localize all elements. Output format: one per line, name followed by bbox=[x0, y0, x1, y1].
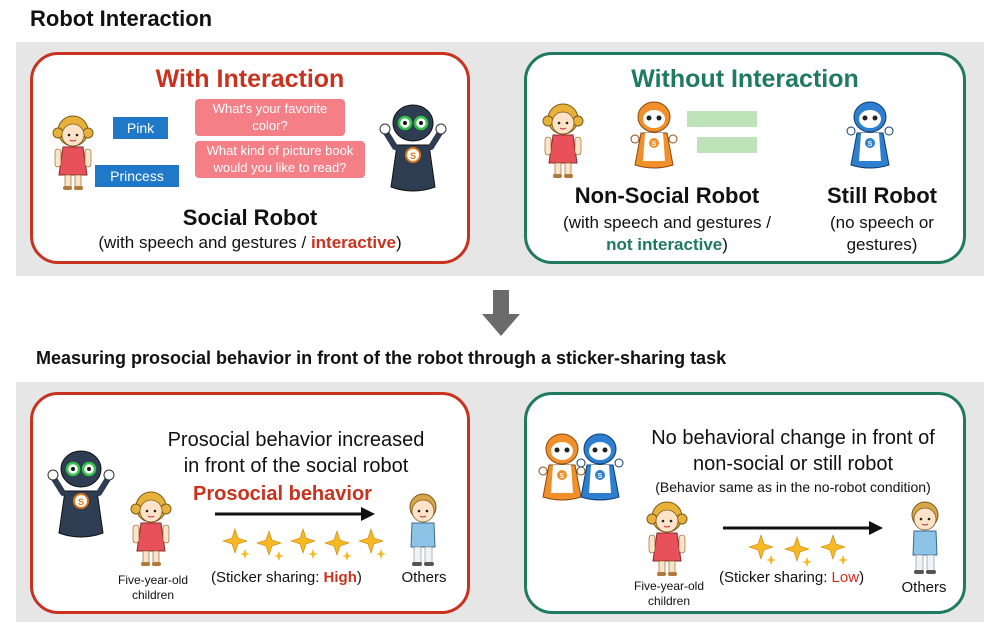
panel-title-without-interaction: Without Interaction bbox=[631, 65, 859, 93]
panel-title-with-interaction: With Interaction bbox=[155, 65, 345, 93]
panel-result-other: No behavioral change in front of non-soc… bbox=[524, 392, 966, 614]
social-robot-illustration bbox=[383, 101, 443, 193]
boy-illustration bbox=[911, 501, 939, 575]
robot-question-color: What's your favorite color? bbox=[195, 99, 345, 136]
result-social-line1: Prosocial behavior increased bbox=[167, 429, 425, 451]
robot-question-book: What kind of picture book would you like… bbox=[195, 141, 365, 178]
nonsocial-desc-highlight: not interactive bbox=[606, 235, 723, 254]
down-arrow-icon bbox=[482, 290, 520, 336]
still-robot-illustration bbox=[846, 101, 894, 169]
panel-with-interaction: With Interaction Pink Princess What's yo… bbox=[30, 52, 470, 264]
prosocial-behavior-label: Prosocial behavior bbox=[193, 483, 372, 505]
panel-without-interaction: Without Interaction Non-Social Robot (wi… bbox=[524, 52, 966, 264]
social-robot-desc: (with speech and gestures / interactive) bbox=[33, 233, 467, 253]
result-other-line2: non-social or still robot bbox=[692, 453, 894, 475]
result-other-line3: (Behavior same as in the no-robot condit… bbox=[655, 479, 931, 495]
girl-illustration bbox=[646, 501, 688, 577]
sharing-suffix: ) bbox=[356, 569, 362, 586]
child-reply-pink: Pink bbox=[113, 117, 168, 139]
social-robot-illustration bbox=[51, 447, 111, 539]
nonsocial-desc-suffix: ) bbox=[722, 235, 728, 254]
boy-illustration bbox=[409, 493, 437, 567]
others-label: Others bbox=[401, 569, 447, 586]
sharing-value-low: Low bbox=[831, 569, 860, 586]
panel-result-social: Prosocial behavior increased in front of… bbox=[30, 392, 470, 614]
child-reply-princess: Princess bbox=[95, 165, 179, 187]
girl-illustration bbox=[542, 103, 584, 179]
social-robot-desc-suffix: ) bbox=[396, 233, 402, 252]
sticker-sharing-high: (Sticker sharing: High) bbox=[211, 569, 362, 586]
section-heading-robot-interaction: Robot Interaction bbox=[30, 6, 213, 31]
nonsocial-robot-illustration bbox=[630, 101, 678, 169]
sharing-prefix: (Sticker sharing: bbox=[719, 569, 832, 586]
others-label: Others bbox=[901, 579, 947, 596]
girl-illustration bbox=[52, 115, 94, 191]
sharing-value-high: High bbox=[323, 569, 357, 586]
children-label: Five-year-old children bbox=[633, 579, 705, 608]
speech-bubble-2 bbox=[697, 137, 757, 153]
sticker-sharing-low: (Sticker sharing: Low) bbox=[719, 569, 864, 586]
result-social-line2: in front of the social robot bbox=[183, 455, 409, 477]
still-robot-label: Still Robot bbox=[827, 183, 937, 208]
social-robot-desc-highlight: interactive bbox=[310, 233, 396, 252]
social-robot-label: Social Robot bbox=[182, 205, 318, 230]
sharing-prefix: (Sticker sharing: bbox=[211, 569, 324, 586]
children-label: Five-year-old children bbox=[117, 573, 189, 602]
sparkles-icon bbox=[748, 534, 849, 568]
sharing-suffix: ) bbox=[859, 569, 865, 586]
nonsocial-robot-label: Non-Social Robot bbox=[574, 183, 760, 208]
nonsocial-robot-desc-line1: (with speech and gestures / bbox=[563, 213, 771, 232]
social-robot-desc-prefix: (with speech and gestures / bbox=[98, 233, 311, 252]
sparkles-icon bbox=[222, 528, 387, 562]
speech-bubble-1 bbox=[687, 111, 757, 127]
girl-illustration bbox=[130, 491, 172, 567]
section-heading-measuring: Measuring prosocial behavior in front of… bbox=[36, 348, 727, 368]
arrow-right-icon bbox=[723, 521, 883, 535]
arrow-right-icon bbox=[215, 507, 375, 521]
still-robot-illustration bbox=[576, 433, 624, 501]
still-robot-desc-line2: gestures) bbox=[846, 235, 918, 254]
still-robot-desc-line1: (no speech or bbox=[830, 213, 934, 232]
result-other-line1: No behavioral change in front of bbox=[651, 427, 935, 449]
nonsocial-robot-desc-line2: not interactive) bbox=[537, 235, 797, 255]
